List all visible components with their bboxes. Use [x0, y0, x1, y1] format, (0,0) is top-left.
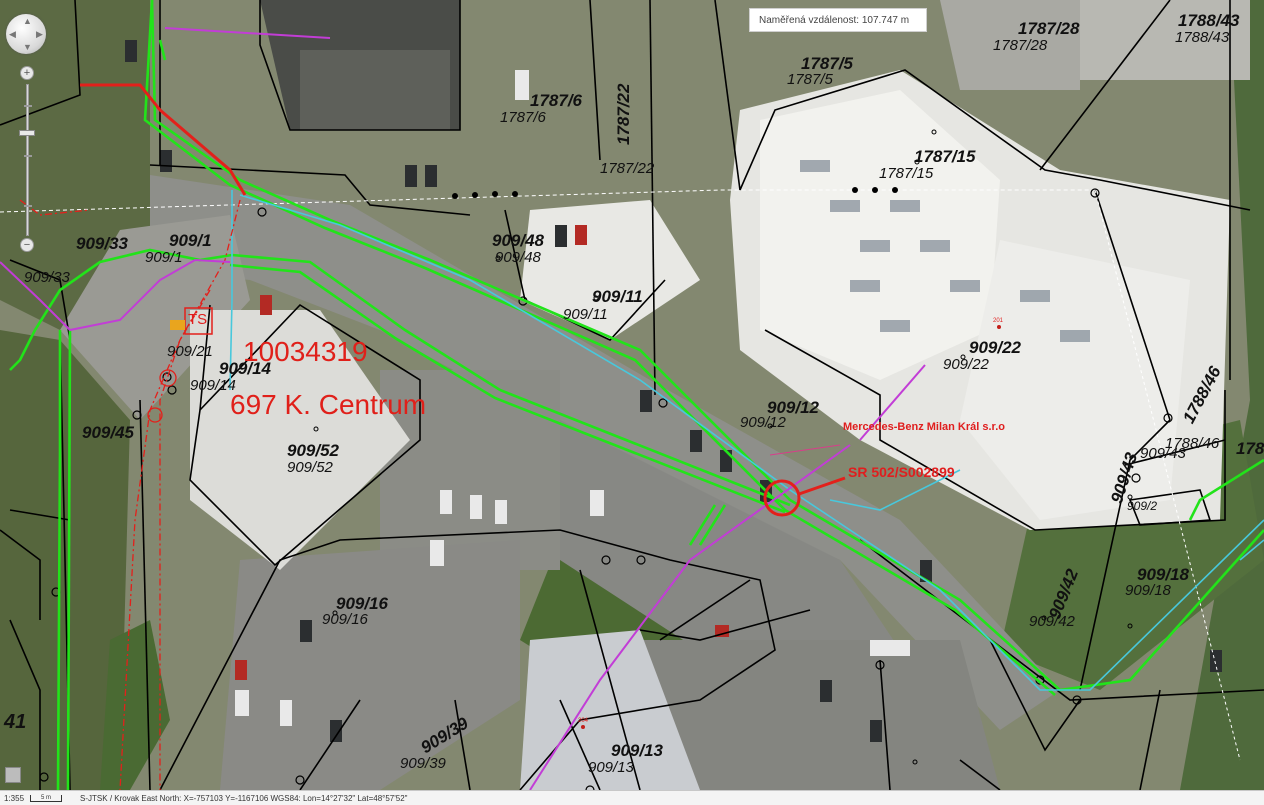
parcel-label-909-52-bold: 909/52 [287, 441, 339, 460]
parcel-label-1787-28: 1787/28 [993, 37, 1048, 54]
marker-201-label: 201 [993, 318, 1004, 324]
parcel-label-909-13-bold: 909/13 [611, 741, 663, 760]
parcel-label-178-bold: 178 [1236, 439, 1264, 458]
pan-up-icon[interactable]: ▲ [23, 16, 32, 26]
parcel-label-909-48: 909/48 [495, 249, 541, 266]
parcel-label-1788-43: 1788/43 [1175, 29, 1230, 46]
pan-down-icon[interactable]: ▼ [23, 42, 32, 52]
parcel-label-909-14: 909/14 [190, 377, 236, 394]
parcel-label-1788-43-bold: 1788/43 [1178, 11, 1240, 30]
parcel-label-909-22-bold: 909/22 [969, 338, 1021, 357]
ts-label: TS [188, 311, 208, 328]
status-bar: 1:355 5 m S-JTSK / Krovak East North: X=… [0, 790, 1264, 805]
zoom-tick [24, 205, 32, 207]
parcel-label-909-16: 909/16 [322, 611, 368, 628]
marker-204-label: 204 [578, 718, 589, 724]
sr-code-label: SR 502/S002899 [848, 464, 955, 480]
parcel-label-1787-5: 1787/5 [787, 71, 833, 88]
station-number-label: 10034319 [243, 336, 368, 367]
parcel-label-909-1-bold: 909/1 [169, 231, 212, 250]
station-name-label: 697 K. Centrum [230, 389, 427, 420]
parcel-label-909-18-bold: 909/18 [1137, 565, 1189, 584]
zoom-tick [24, 105, 32, 107]
zoom-tick [24, 155, 32, 157]
parcel-label-1788-46: 1788/46 [1165, 435, 1220, 452]
pan-left-icon[interactable]: ◀ [9, 29, 16, 39]
parcel-label-1787-28-bold: 1787/28 [1018, 19, 1080, 38]
parcel-label-909-33-bold: 909/33 [76, 234, 128, 253]
company-label: Mercedes-Benz Milan Král s.r.o [843, 421, 1005, 433]
coordinates-readout: S-JTSK / Krovak East North: X=-757103 Y=… [80, 793, 408, 803]
parcel-label-909-1: 909/1 [145, 249, 183, 266]
parcel-label-909-12-bold: 909/12 [767, 398, 819, 417]
parcel-label-909-22: 909/22 [943, 356, 989, 373]
layers-toggle-button[interactable] [5, 767, 21, 783]
parcel-label-909-21: 909/21 [167, 343, 213, 360]
zoom-slider-track[interactable] [24, 84, 32, 236]
measured-distance-box: Naměřená vzdálenost: 107.747 m [749, 8, 927, 32]
parcel-label-909-18: 909/18 [1125, 582, 1171, 599]
pan-right-icon[interactable]: ▶ [36, 29, 43, 39]
parcel-label-909-48-bold: 909/48 [492, 231, 544, 250]
parcel-label-909-52: 909/52 [287, 459, 333, 476]
parcel-label-1787-22: 1787/22 [600, 160, 655, 177]
parcel-label-1787-6: 1787/6 [500, 109, 546, 126]
parcel-label-41-bold: 41 [4, 711, 27, 733]
parcel-label-1787-22-bold: 1787/22 [614, 83, 633, 145]
parcel-label-1787-6-bold: 1787/6 [530, 91, 582, 110]
zoom-out-button[interactable]: − [20, 238, 34, 252]
parcel-label-1787-15: 1787/15 [879, 165, 934, 182]
parcel-label-909-14-bold: 909/14 [219, 359, 271, 378]
parcel-label-909-11: 909/11 [563, 306, 608, 323]
scale-bar: 5 m [30, 794, 63, 802]
parcel-label-909-39: 909/39 [400, 755, 446, 772]
parcel-label-909-42: 909/42 [1029, 613, 1075, 630]
parcel-label-909-12: 909/12 [740, 414, 786, 431]
zoom-in-button[interactable]: + [20, 66, 34, 80]
parcel-label-1787-15-bold: 1787/15 [914, 147, 976, 166]
parcel-label-909-43: 909/43 [1140, 445, 1186, 462]
parcel-label-909-45-bold: 909/45 [82, 423, 134, 442]
parcel-label-909-11-bold: 909/11 [592, 287, 643, 306]
measured-distance-text: Naměřená vzdálenost: 107.747 m [759, 14, 910, 26]
map-scale: 1:355 [4, 793, 25, 803]
parcel-label-909-13: 909/13 [588, 759, 634, 776]
parcel-label-909-33: 909/33 [24, 269, 70, 286]
parcel-label-1787-5-bold: 1787/5 [801, 54, 853, 73]
parcel-label-909-2: 909/2 [1127, 499, 1158, 513]
pan-control[interactable]: ▲ ▼ ◀ ▶ [6, 14, 46, 54]
zoom-slider-handle[interactable] [19, 130, 35, 136]
parcel-label-909-16-bold: 909/16 [336, 594, 388, 613]
